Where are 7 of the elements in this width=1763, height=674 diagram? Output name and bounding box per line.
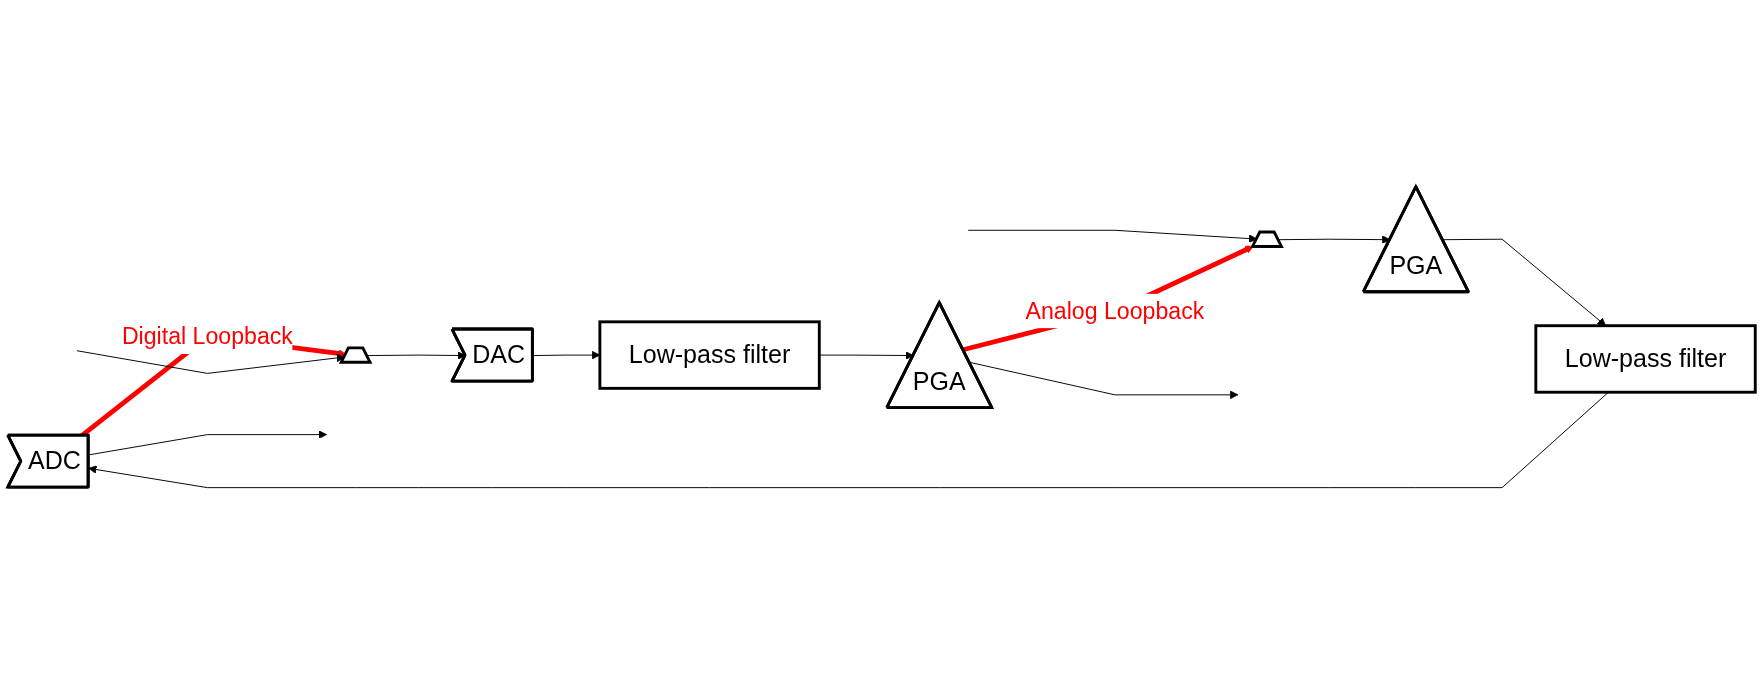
node-box: Low-pass filter [1534, 324, 1757, 394]
node-trapezoid [338, 346, 373, 364]
edge-label: Analog Loopback [1025, 297, 1205, 324]
arrow [962, 245, 1254, 352]
edge-label: Digital Loopback [121, 323, 293, 350]
node-trapezoid [1250, 230, 1284, 248]
node-box: Low-pass filter [598, 320, 821, 390]
